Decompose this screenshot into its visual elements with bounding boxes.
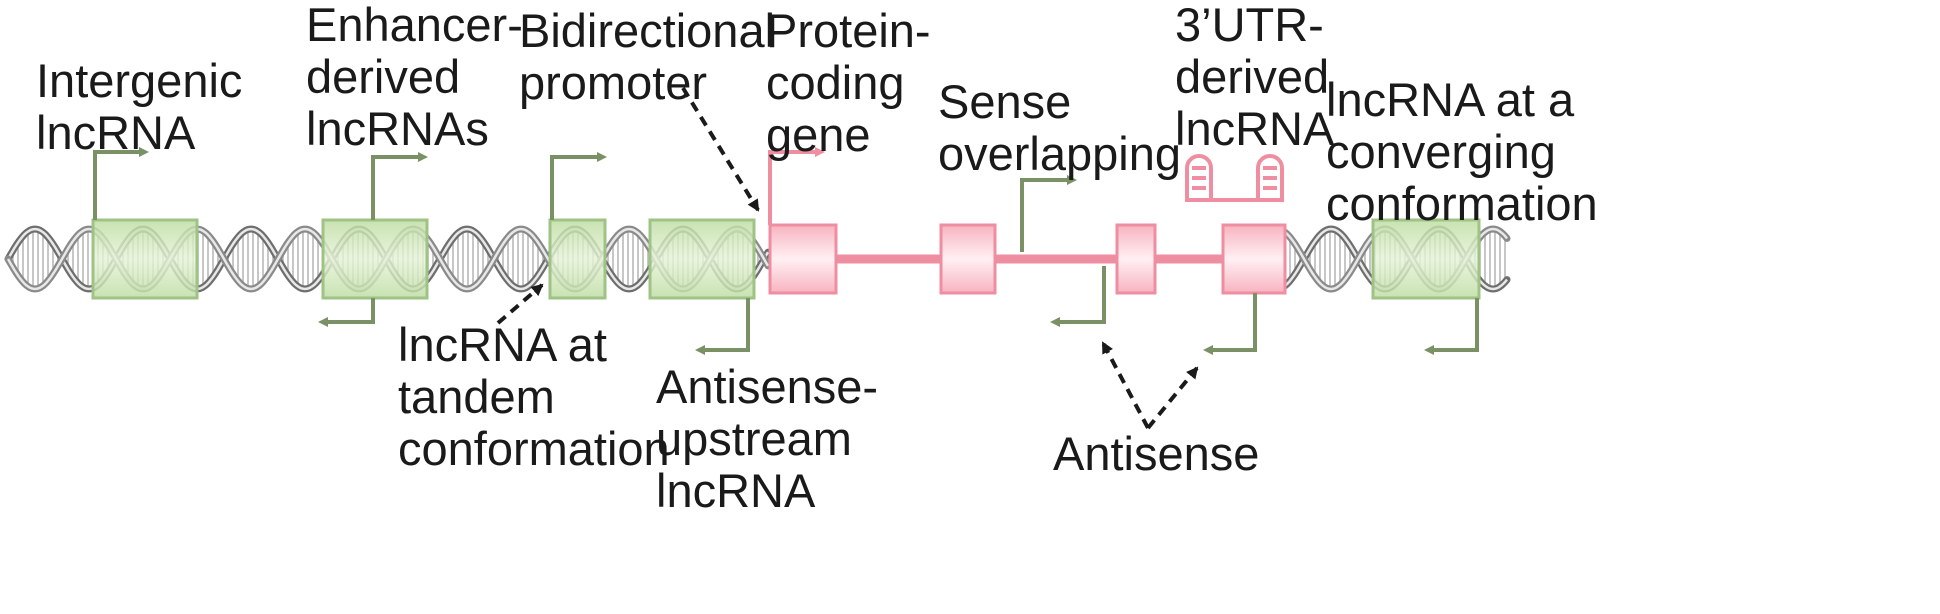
enhancer-lncrna-label: Enhancer- derived lncRNAs	[306, 0, 523, 155]
enhancer-forward-tss-arrow	[371, 152, 428, 220]
antisense-upstream-lncrna-label: Antisense- upstream lncRNA	[656, 360, 879, 517]
enhancer-reverse-tss-arrow	[318, 298, 375, 327]
tandem-lncrna-label: lncRNA at tandem conformation	[398, 318, 670, 475]
coding-exon-4	[1221, 223, 1287, 295]
antisense-tss-arrow-2	[1203, 293, 1257, 355]
coding-exon-1	[768, 223, 838, 295]
utr-derived-lncrna-label: 3’UTR- derived lncRNA	[1175, 0, 1335, 155]
intergenic-lncrna-box	[91, 218, 199, 300]
tandem-pointer	[496, 283, 544, 325]
intergenic-lncrna-label: Intergenic lncRNA	[36, 54, 243, 159]
bidirectional-promoter-pointer	[681, 86, 760, 212]
sense-overlapping-tss-arrow	[1020, 175, 1077, 252]
coding-exon-3	[1115, 223, 1157, 295]
intergenic-tss-arrow	[93, 147, 149, 220]
converging-tss-arrow	[1424, 298, 1479, 355]
protein-coding-tss-arrow	[768, 147, 825, 225]
protein-coding-gene-label: Protein- coding gene	[766, 4, 931, 161]
antisense-tss-arrow-1	[1050, 266, 1106, 327]
antisense-label: Antisense	[1053, 427, 1260, 480]
antisense-upstream-lncrna-box	[648, 218, 756, 300]
sense-overlapping-label: Sense overlapping	[938, 75, 1182, 180]
tandem-tss-arrow	[550, 152, 607, 220]
enhancer-lncrna-box	[321, 218, 429, 300]
antisense-pointer-left	[1101, 341, 1150, 429]
converging-lncrna-label: lncRNA at a converging conformation	[1326, 73, 1598, 230]
tandem-lncrna-box	[548, 218, 607, 300]
converging-lncrna-box	[1371, 218, 1481, 300]
utr-hairpin-rna	[1185, 154, 1284, 202]
coding-exon-2	[939, 223, 997, 295]
antisense-pointer-right	[1146, 366, 1199, 430]
antisense-upstream-tss-arrow	[695, 298, 750, 355]
bidirectional-promoter-label: Bidirectional promoter	[519, 4, 776, 109]
